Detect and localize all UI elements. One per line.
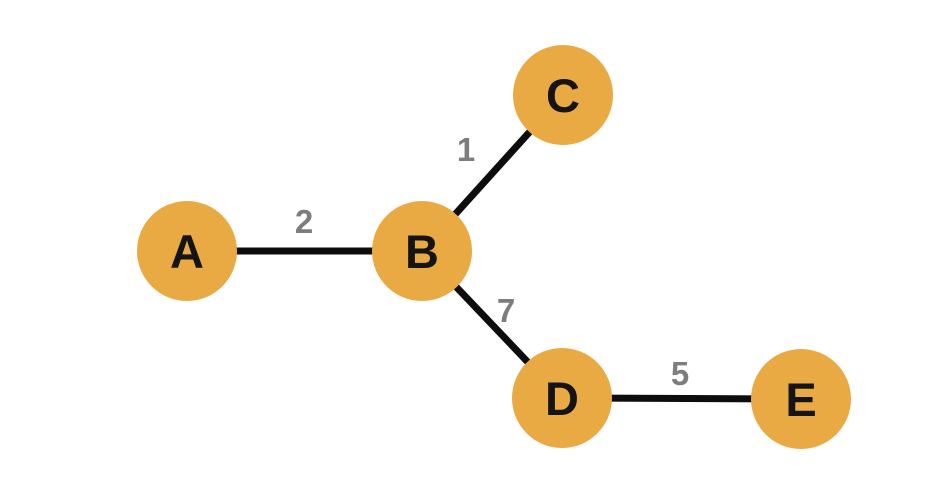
node-label-A: A: [170, 225, 204, 278]
node-label-B: B: [405, 225, 439, 278]
node-E: [751, 349, 851, 449]
node-label-D: D: [545, 372, 579, 425]
node-A: [137, 201, 237, 301]
edge-weight-A-B: 2: [295, 203, 313, 240]
node-C: [513, 45, 613, 145]
node-B: [372, 201, 472, 301]
edge-weight-B-C: 1: [457, 131, 475, 168]
edge-weight-B-D: 7: [497, 292, 515, 329]
node-label-C: C: [546, 69, 580, 122]
node-D: [512, 348, 612, 448]
edge-weight-D-E: 5: [671, 355, 689, 392]
node-label-E: E: [785, 373, 816, 426]
